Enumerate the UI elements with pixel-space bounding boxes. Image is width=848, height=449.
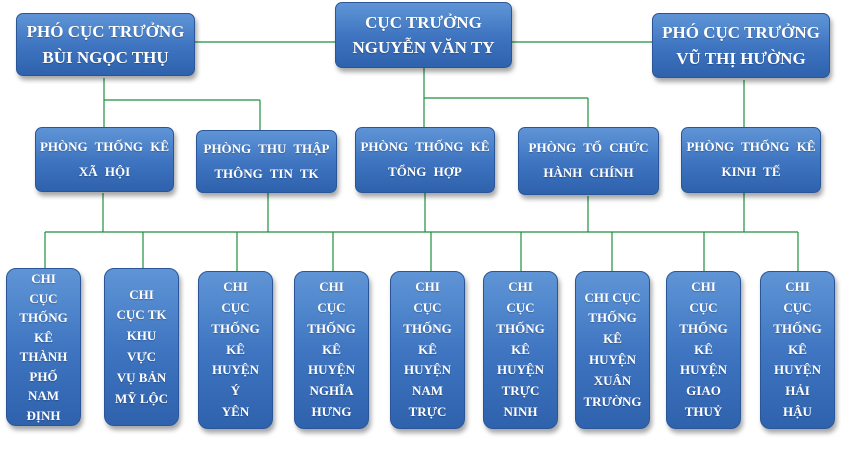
branch-nghia-hung: CHI CỤC THỐNG KÊ HUYỆN NGHĨA HƯNG: [294, 271, 369, 429]
branch-nam-dinh-city: CHI CỤC THỐNG KÊ THÀNH PHỐ NAM ĐỊNH: [6, 268, 81, 426]
dept-economic-statistics: PHÒNG THỐNG KÊ KINH TẾ: [681, 127, 821, 193]
deputy-director-right-box: PHÓ CỤC TRƯỞNG VŨ THỊ HƯỜNG: [652, 13, 830, 78]
dept-data-collection: PHÒNG THU THẬP THÔNG TIN TK: [196, 130, 337, 193]
branch-xuan-truong: CHI CỤC THỐNG KÊ HUYỆN XUÂN TRƯỜNG: [575, 271, 650, 429]
branch-truc-ninh: CHI CỤC THỐNG KÊ HUYỆN TRỰC NINH: [483, 271, 558, 429]
dept-organization-admin: PHÒNG TỔ CHỨC HÀNH CHÍNH: [518, 127, 659, 195]
dept-general-statistics: PHÒNG THỐNG KÊ TỔNG HỢP: [355, 127, 495, 193]
branch-vu-ban-my-loc: CHI CỤC TK KHU VỰC VỤ BẢN MỸ LỘC: [104, 268, 179, 426]
branch-hai-hau: CHI CỤC THỐNG KÊ HUYỆN HẢI HẬU: [760, 271, 835, 429]
director-box: CỤC TRƯỞNG NGUYỄN VĂN TY: [335, 2, 512, 68]
branch-nam-truc: CHI CỤC THỐNG KÊ HUYỆN NAM TRỰC: [390, 271, 465, 429]
branch-y-yen: CHI CỤC THỐNG KÊ HUYỆN Ý YÊN: [198, 271, 273, 429]
dept-social-statistics: PHÒNG THỐNG KÊ XÃ HỘI: [35, 127, 174, 192]
branch-giao-thuy: CHI CỤC THỐNG KÊ HUYỆN GIAO THUỶ: [666, 271, 741, 429]
deputy-director-left-box: PHÓ CỤC TRƯỞNG BÙI NGỌC THỤ: [16, 13, 195, 76]
